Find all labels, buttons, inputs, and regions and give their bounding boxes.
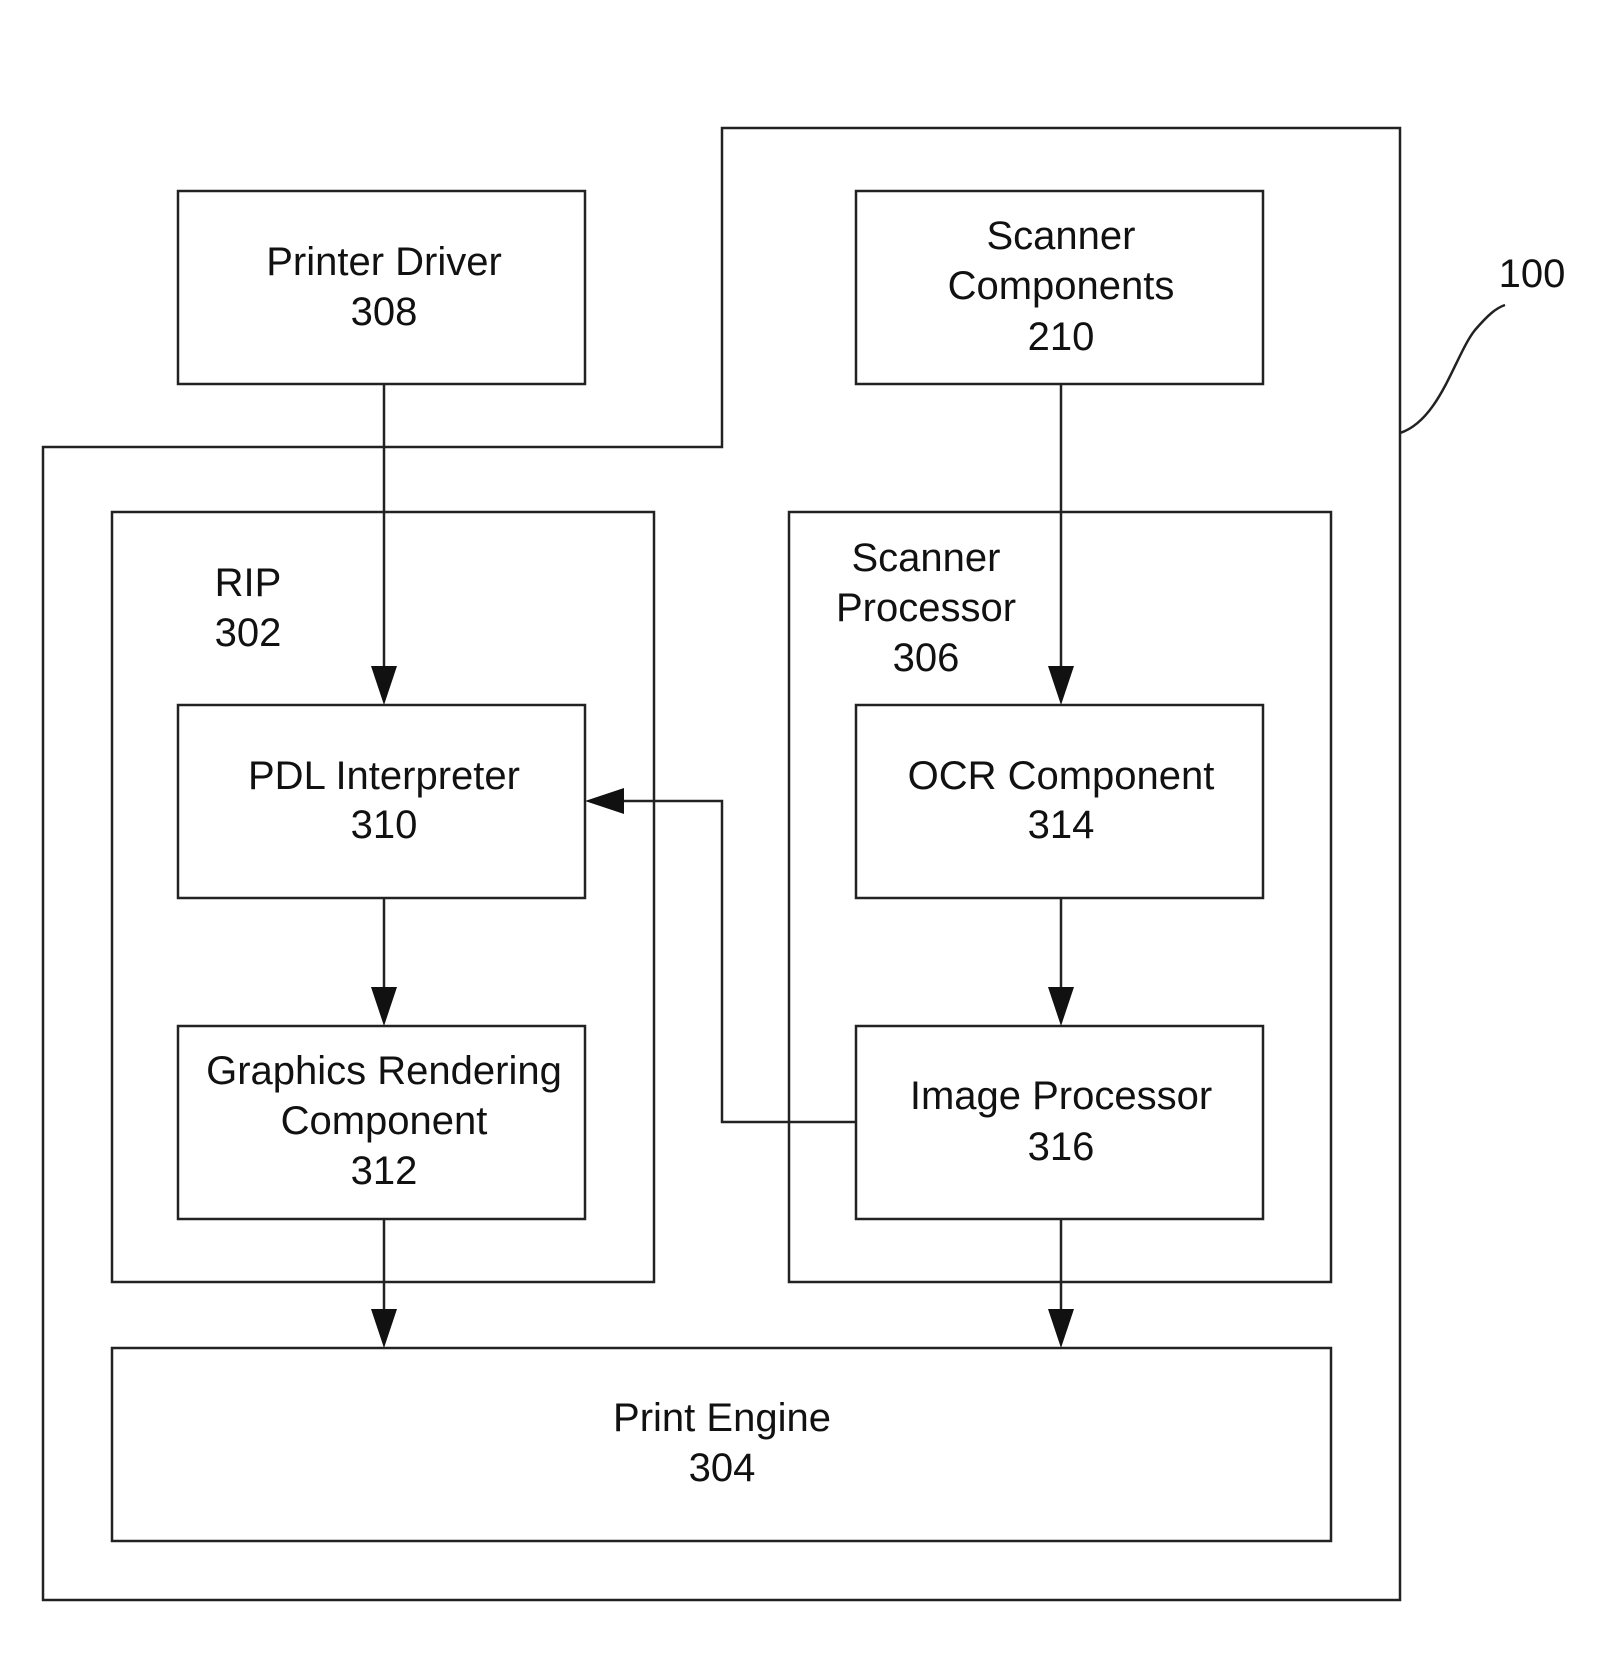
image-processor-box: Image Processor 316 bbox=[856, 1026, 1263, 1219]
arrowhead bbox=[1048, 1309, 1074, 1348]
image-processor-ref: 316 bbox=[1028, 1125, 1095, 1169]
reference-leader-100 bbox=[1400, 305, 1505, 433]
image-processor-label: Image Processor bbox=[910, 1074, 1212, 1118]
pdl-interpreter-box: PDL Interpreter 310 bbox=[178, 705, 585, 898]
printer-driver-label: Printer Driver bbox=[266, 240, 502, 284]
scanner-processor-ref: 306 bbox=[893, 636, 960, 680]
rip-ref: 302 bbox=[215, 611, 282, 655]
scanner-components-ref: 210 bbox=[1028, 315, 1095, 359]
printer-driver-box: Printer Driver 308 bbox=[178, 191, 585, 384]
graphics-rendering-label-line2: Component bbox=[281, 1099, 488, 1143]
scanner-processor-label-line2: Processor bbox=[836, 586, 1016, 630]
pdl-interpreter-label: PDL Interpreter bbox=[248, 754, 520, 798]
print-engine-label: Print Engine bbox=[613, 1396, 831, 1440]
printer-driver-ref: 308 bbox=[351, 290, 418, 334]
graphics-rendering-ref: 312 bbox=[351, 1149, 418, 1193]
ocr-component-ref: 314 bbox=[1028, 803, 1095, 847]
ocr-component-box: OCR Component 314 bbox=[856, 705, 1263, 898]
print-engine-ref: 304 bbox=[689, 1446, 756, 1490]
pdl-interpreter-ref: 310 bbox=[351, 803, 418, 847]
print-engine-box: Print Engine 304 bbox=[112, 1348, 1331, 1541]
scanner-components-label-line1: Scanner bbox=[987, 214, 1136, 258]
rip-label: RIP bbox=[215, 561, 282, 605]
scanner-components-box: Scanner Components 210 bbox=[856, 191, 1263, 384]
scanner-processor-label-line1: Scanner bbox=[852, 536, 1001, 580]
arrowhead bbox=[371, 1309, 397, 1348]
graphics-rendering-label-line1: Graphics Rendering bbox=[206, 1049, 562, 1093]
graphics-rendering-box: Graphics Rendering Component 312 bbox=[178, 1026, 585, 1219]
ocr-component-label: OCR Component bbox=[908, 754, 1215, 798]
reference-label-100: 100 bbox=[1499, 252, 1566, 296]
scanner-components-label-line2: Components bbox=[948, 264, 1175, 308]
